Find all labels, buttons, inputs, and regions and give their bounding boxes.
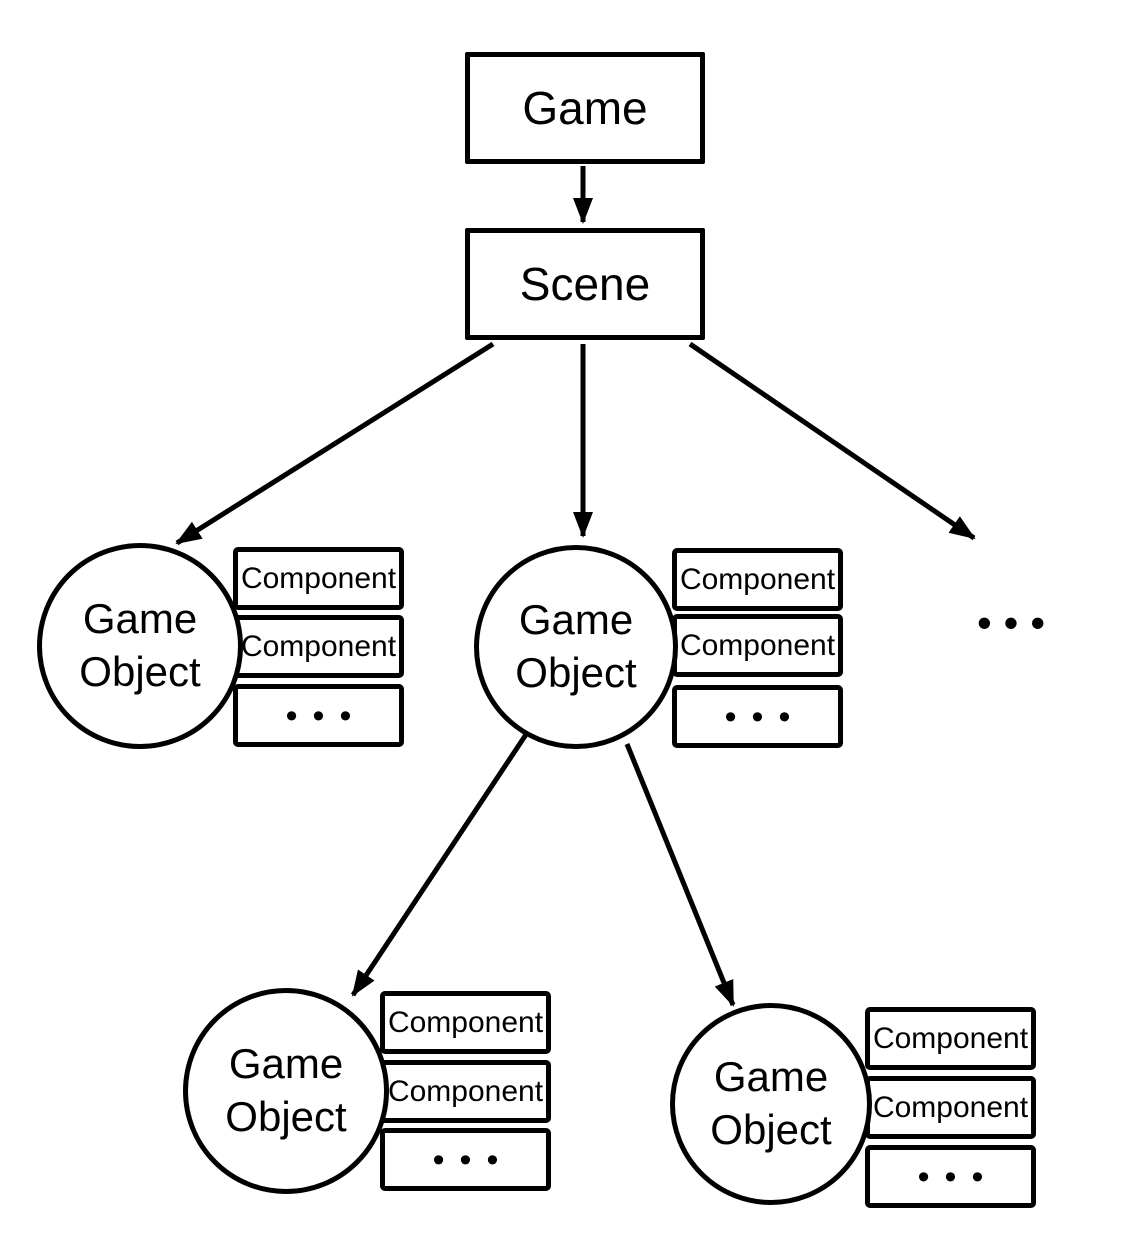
game-node: Game <box>465 52 705 164</box>
arrow-scene-to-more-objects <box>688 341 976 541</box>
arrow-center-to-bottom-right-object <box>624 743 736 1007</box>
component-ellipsis-box: ••• <box>865 1145 1036 1208</box>
component-label: Component <box>387 1005 544 1039</box>
game-object-circle-center: Game Object <box>474 545 678 749</box>
game-object-label-line1: Game <box>518 596 634 644</box>
ellipsis-dots: ••• <box>432 1140 514 1179</box>
component-box: Component <box>672 614 843 677</box>
game-object-label-line2: Object <box>79 648 201 695</box>
game-object-circle-left: Game Object <box>37 543 243 749</box>
component-ellipsis-box: ••• <box>672 685 843 748</box>
game-object-label-line2: Object <box>710 1106 832 1153</box>
game-object-label-line1: Game <box>82 595 198 643</box>
component-box: Component <box>865 1076 1036 1139</box>
ellipsis-dots: ••• <box>724 697 806 736</box>
scene-node-label: Scene <box>519 258 651 310</box>
component-box: Component <box>233 547 404 610</box>
game-object-circle-bottom-right: Game Object <box>670 1003 872 1205</box>
component-box: Component <box>865 1007 1036 1070</box>
game-object-label-line1: Game <box>713 1053 829 1101</box>
component-label: Component <box>872 1090 1029 1124</box>
ellipsis-dots: ••• <box>917 1157 999 1196</box>
more-game-objects-ellipsis: ••• <box>945 592 1077 654</box>
ellipsis-dots: ••• <box>976 599 1058 646</box>
component-label: Component <box>679 562 836 596</box>
game-object-label-line1: Game <box>228 1040 344 1088</box>
component-label: Component <box>387 1074 544 1108</box>
component-label: Component <box>872 1021 1029 1055</box>
game-object-circle-bottom-left: Game Object <box>183 988 389 1194</box>
game-object-label-line2: Object <box>225 1093 347 1140</box>
component-label: Component <box>240 561 397 595</box>
game-object-label-line2: Object <box>515 649 637 696</box>
ellipsis-dots: ••• <box>285 696 367 735</box>
component-ellipsis-box: ••• <box>380 1128 551 1191</box>
component-label: Component <box>679 628 836 662</box>
component-box: Component <box>672 548 843 611</box>
game-node-label: Game <box>522 82 648 134</box>
arrow-scene-to-left-object <box>175 341 495 546</box>
component-box: Component <box>380 1060 551 1123</box>
component-box: Component <box>233 615 404 678</box>
scene-node: Scene <box>465 228 705 340</box>
component-label: Component <box>240 629 397 663</box>
component-ellipsis-box: ••• <box>233 684 404 747</box>
component-box: Component <box>380 991 551 1054</box>
arrow-center-to-bottom-left-object <box>350 731 530 997</box>
